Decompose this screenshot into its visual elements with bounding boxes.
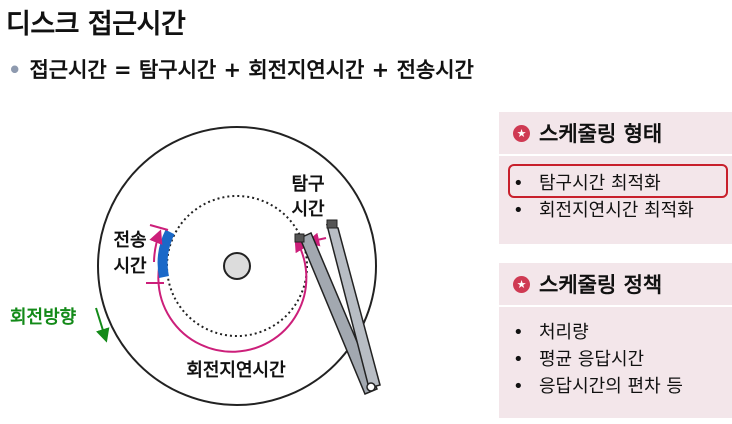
list-item-label: 탐구시간 최적화	[539, 173, 661, 194]
spindle	[223, 252, 251, 280]
dotted-track	[166, 195, 308, 337]
formula-text: 접근시간 = 탐구시간 + 회전지연시간 + 전송시간	[29, 58, 474, 82]
rotation-direction-arrow	[95, 307, 110, 343]
formula-bullet: •	[8, 58, 22, 82]
star-icon: ★	[513, 275, 530, 293]
panel-divider	[499, 305, 732, 307]
transfer-mark-top	[149, 224, 169, 231]
list-item-label: 회전지연시간 최적화	[539, 200, 694, 221]
list-item: •회전지연시간 최적화	[513, 200, 694, 221]
scheduling-policy-panel: ★ 스케줄링 정책 •처리량 •평균 응답시간 •응답시간의 편차 등	[499, 263, 732, 418]
highlight-box	[508, 164, 728, 198]
star-icon: ★	[513, 124, 530, 142]
scheduling-type-heading: ★ 스케줄링 형태	[499, 112, 732, 154]
scheduling-policy-heading: ★ 스케줄링 정책	[499, 263, 732, 305]
list-item-label: 처리량	[539, 322, 589, 343]
list-item: •탐구시간 최적화	[513, 173, 661, 194]
transfer-time-label-1: 전송	[113, 230, 146, 251]
page-title: 디스크 접근시간	[6, 9, 186, 40]
list-item: •처리량	[513, 322, 589, 343]
scheduling-policy-title: 스케줄링 정책	[539, 273, 663, 297]
rotation-direction-label: 회전방향	[10, 307, 77, 328]
scheduling-policy-list: •처리량 •평균 응답시간 •응답시간의 편차 등	[499, 319, 732, 400]
seek-time-label-2: 시간	[291, 199, 325, 220]
transfer-sector	[157, 229, 175, 278]
transfer-arrow	[149, 229, 163, 263]
rotational-delay-arc	[157, 237, 308, 353]
disk-diagram: 탐구 시간 전송 시간 회전방향 회전지연시간	[10, 126, 381, 406]
scheduling-type-list: •탐구시간 최적화 •회전지연시간 최적화	[499, 170, 732, 224]
access-time-formula: • 접근시간 = 탐구시간 + 회전지연시간 + 전송시간	[8, 54, 474, 84]
seek-time-label-1: 탐구	[291, 174, 324, 195]
transfer-time-label-2: 시간	[113, 256, 147, 277]
scheduling-type-panel: ★ 스케줄링 형태 •탐구시간 최적화 •회전지연시간 최적화	[499, 112, 732, 244]
access-arm	[294, 219, 381, 395]
list-item-label: 응답시간의 편차 등	[539, 376, 683, 397]
list-item: •응답시간의 편차 등	[513, 376, 683, 397]
panel-divider	[499, 154, 732, 156]
rotational-delay-label: 회전지연시간	[186, 360, 286, 381]
list-item: •평균 응답시간	[513, 349, 645, 370]
scheduling-type-title: 스케줄링 형태	[539, 122, 663, 146]
list-item-label: 평균 응답시간	[539, 349, 645, 370]
